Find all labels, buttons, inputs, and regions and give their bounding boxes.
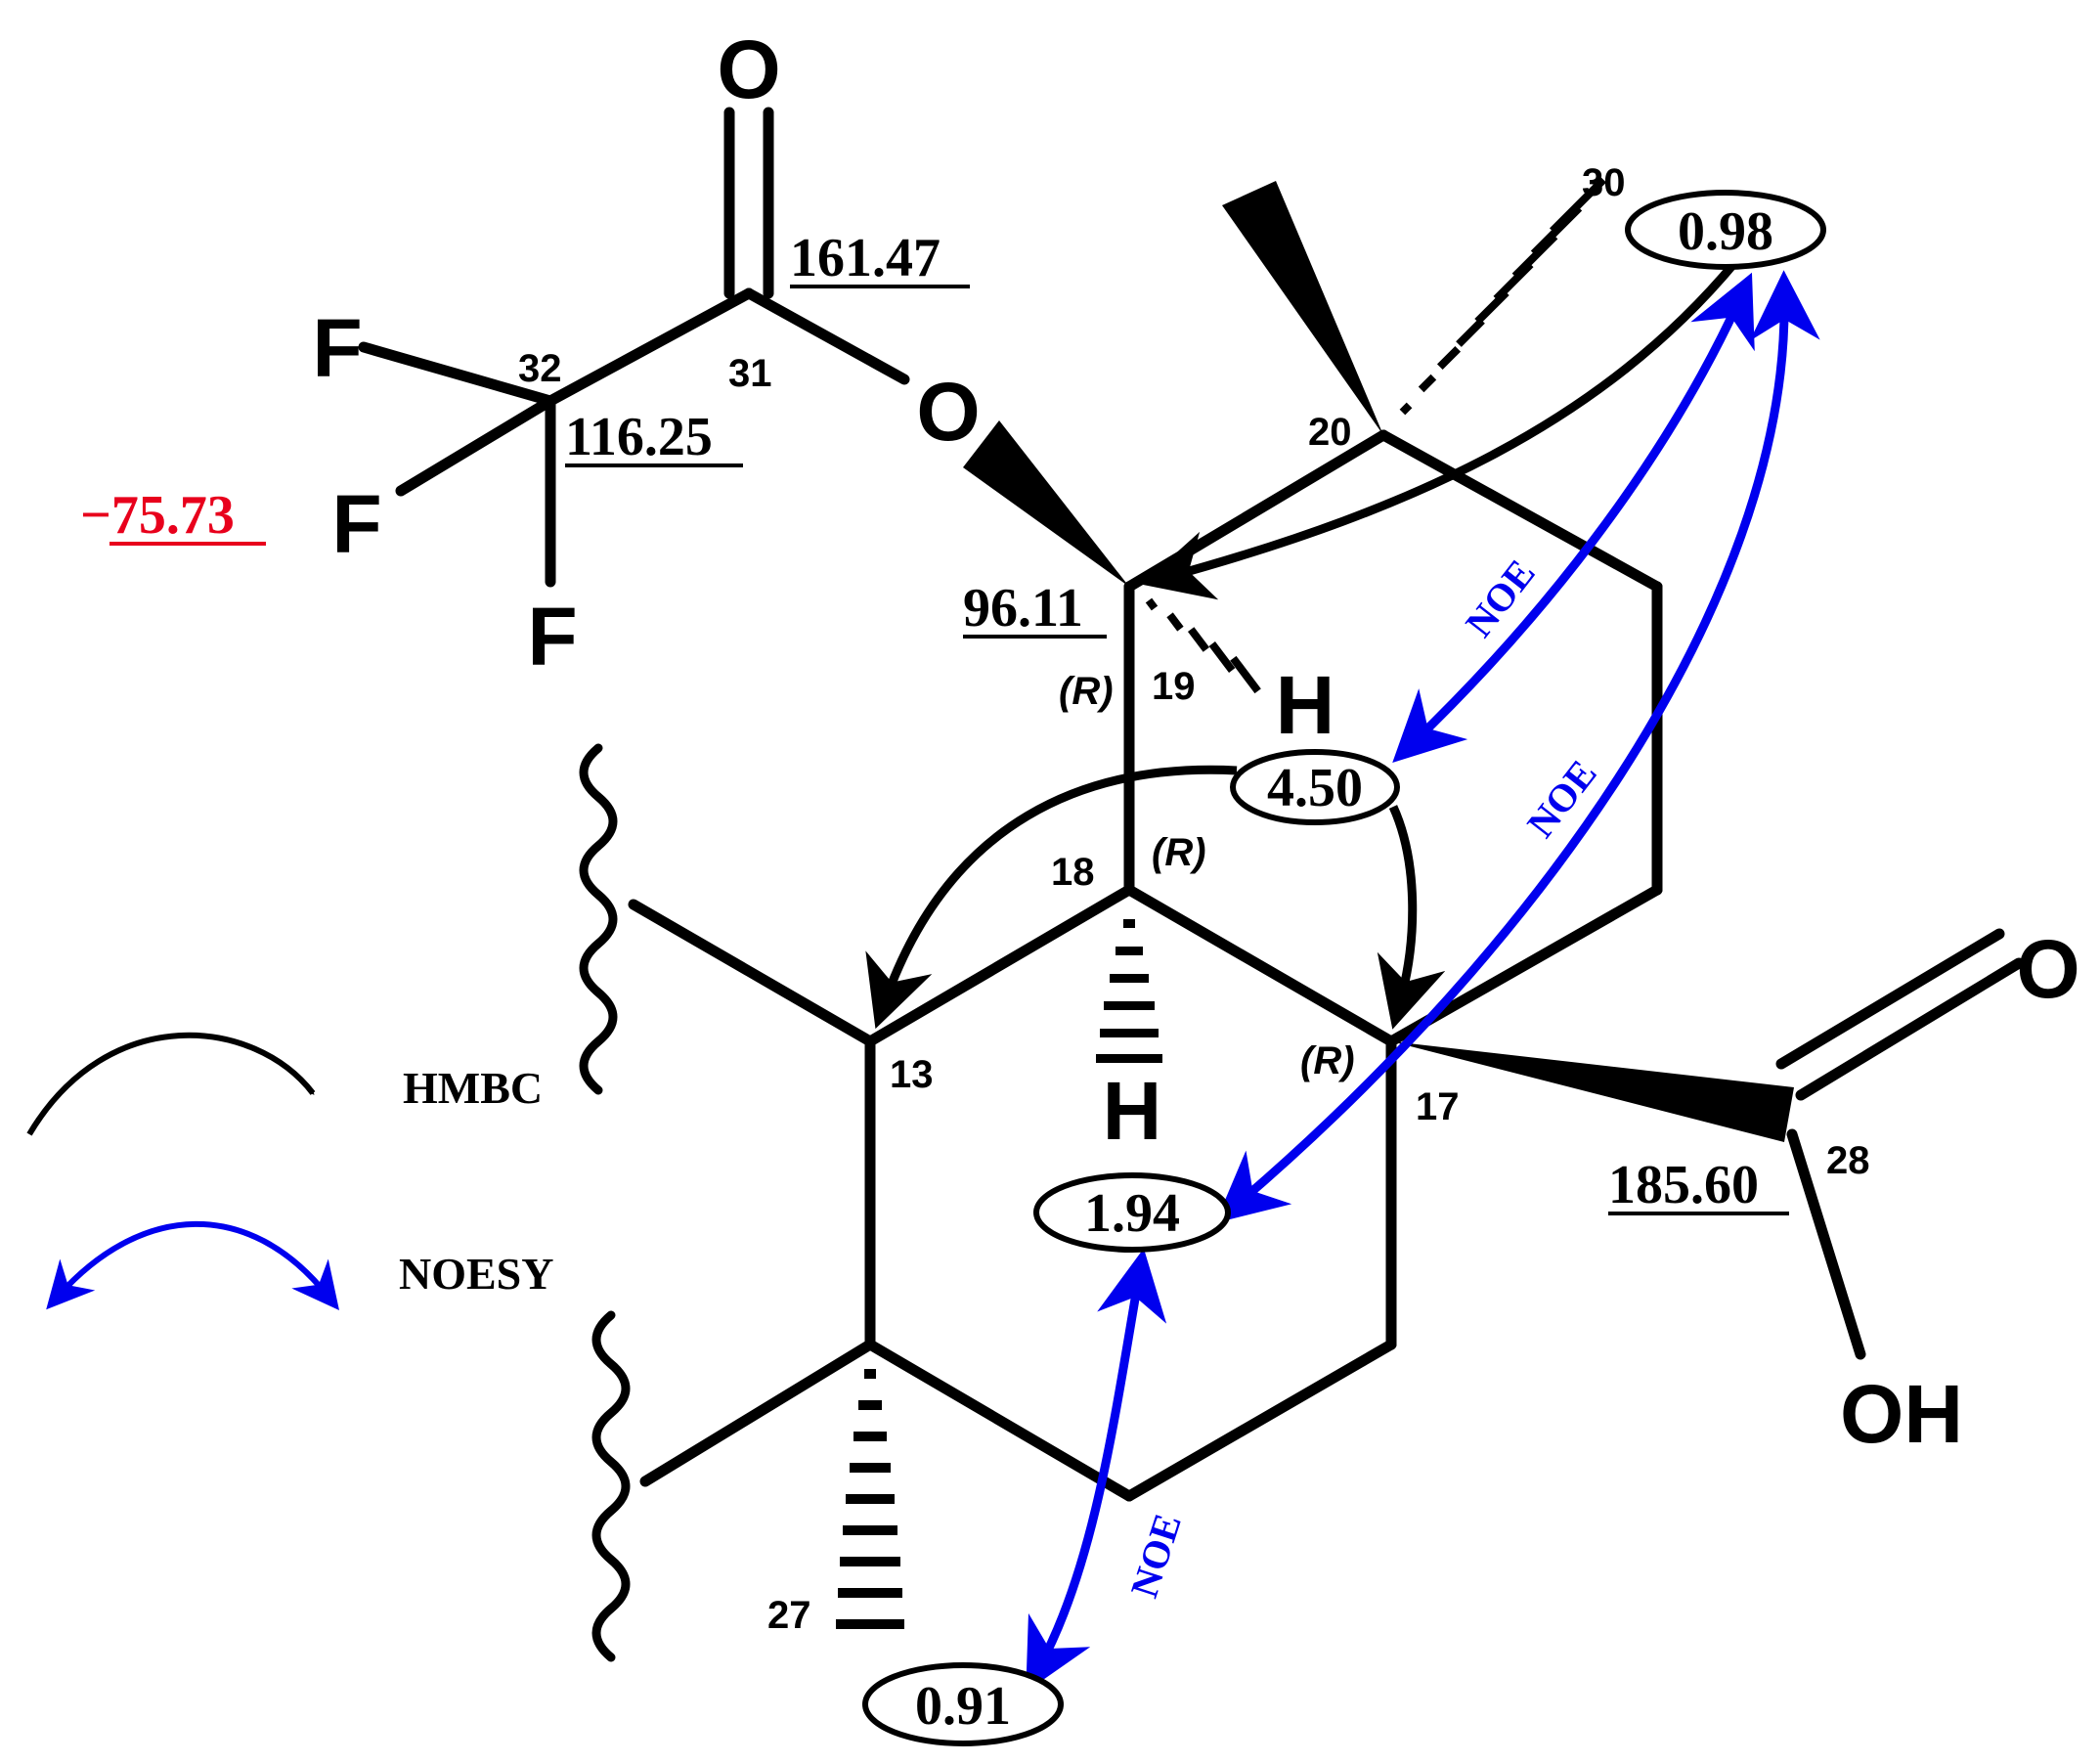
atom-f3: F [527,591,577,683]
label-c18: 18 [1051,851,1095,894]
ellipse-h19 [1230,749,1400,825]
hash-h18-3 [1110,974,1149,983]
legend-noesy-arrow [46,1220,340,1310]
atom-acid-o: O [2016,923,2079,1015]
bond-c28-o-double-1 [1795,957,2025,1101]
bond-c32-f1 [358,341,556,407]
hash-h19-3 [1187,627,1210,652]
stereo-c17: (R) [1300,1039,1355,1082]
atom-h18: H [1103,1065,1162,1157]
ellipse-h18 [1033,1172,1231,1253]
hmbc-arrow-h19-c13 [865,765,1238,1030]
label-c32: 32 [518,347,562,390]
label-c28: 28 [1826,1139,1870,1182]
wavy-line-lower [591,1310,631,1662]
bond-c13-truncated [628,899,876,1047]
hash-c30-9 [1550,177,1606,234]
label-c20: 20 [1308,411,1352,454]
hash-c27-9 [836,1619,904,1629]
noe-arrow-h30-h18 [1215,270,1820,1223]
noe-label-2: NOE [1518,752,1605,846]
truncation-marks [579,743,631,1662]
label-c13: 13 [890,1053,934,1096]
hash-h18-5 [1100,1029,1159,1037]
legend-hmbc-arrow [26,1032,316,1136]
shift-c32: 116.25 [565,407,713,467]
label-c17: 17 [1416,1085,1460,1128]
hash-h18-6 [1096,1054,1162,1063]
atom-ester-o: O [916,366,980,458]
hash-c27-8 [838,1588,902,1598]
bond-c18-c13 [864,884,1135,1047]
hash-c30-3 [1436,345,1462,371]
shift-h27: 0.91 [915,1676,1011,1737]
bond-c31-oester [743,287,910,385]
shift-c31: 161.47 [790,228,941,288]
hash-c27-3 [853,1432,887,1441]
wedge-bonds [963,181,1794,1142]
hash-c30-1 [1399,402,1413,416]
label-c31: 31 [728,352,772,395]
bond-c32-f2 [395,395,556,497]
legend-arrows [26,1032,340,1310]
bond-c20-c19 [1123,429,1389,593]
wedge-c19-oester [963,420,1129,587]
skeleton-bonds [358,107,2025,1502]
hmbc-arrow-h19-c17 [1377,805,1446,1030]
legend-noesy-label: NOESY [399,1249,553,1299]
noe-correlations [1026,270,1820,1693]
noe-arrow-h18-h27 [1026,1248,1167,1693]
hmbc-arrow-h30-c19 [1141,259,1739,600]
bond-c32-c31 [545,287,755,407]
label-c27: 27 [767,1594,811,1637]
hash-h19-5 [1230,655,1261,694]
hash-c27-6 [843,1525,897,1535]
atom-f1: F [312,302,362,394]
ellipse-h27 [862,1662,1064,1746]
hash-h19-4 [1208,641,1236,673]
hash-c30-2 [1418,374,1437,393]
bond-c18-c17 [1123,884,1397,1047]
atom-acid-oh: OH [1840,1368,1963,1460]
hash-c27-1 [864,1369,876,1379]
shift-c19: 96.11 [963,578,1083,639]
atom-h19: H [1276,659,1335,751]
shift-h30: 0.98 [1678,201,1773,262]
hash-h18-4 [1104,1001,1155,1010]
hash-c27-7 [840,1557,900,1566]
shift-fluorine: −75.73 [80,485,235,546]
hash-c27-2 [858,1400,882,1410]
hash-h18-2 [1116,947,1143,955]
hash-c27-4 [850,1463,891,1473]
shift-h18: 1.94 [1084,1183,1180,1244]
legend-hmbc-label: HMBC [403,1063,543,1113]
hash-h19-2 [1166,612,1184,632]
noe-label-3: NOE [1121,1509,1190,1603]
carbon-shift-labels: 161.47 116.25 96.11 185.60 [565,228,1789,1215]
wavy-line-upper [579,743,618,1095]
atom-f2: F [331,478,381,570]
shift-h19: 4.50 [1267,758,1363,818]
bond-c14-truncated [639,1339,876,1487]
stereo-c18: (R) [1152,831,1206,874]
noe-arrow-h30-h19 [1392,272,1755,763]
hash-c27-5 [846,1494,895,1504]
hash-h18-1 [1123,919,1135,928]
stereo-c19: (R) [1059,670,1114,713]
proton-shift-ellipses [862,190,1826,1746]
shift-c28: 185.60 [1608,1155,1759,1215]
bond-c14-c15 [864,1339,1135,1502]
noe-label-1: NOE [1457,551,1544,645]
label-c30: 30 [1582,161,1626,204]
wedge-c20-methyl [1222,181,1383,435]
hash-h19-1 [1145,597,1159,611]
bond-c15-c16 [1123,1339,1397,1502]
label-c19: 19 [1152,665,1196,708]
ellipse-h30 [1625,190,1826,270]
atom-carbonyl-o: O [717,23,780,115]
